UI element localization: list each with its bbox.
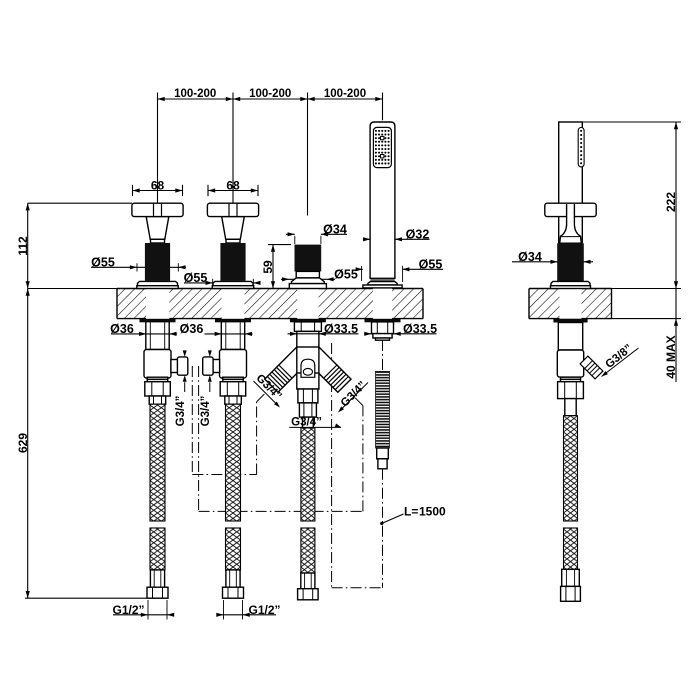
svg-text:Ø32: Ø32 (406, 228, 430, 242)
svg-text:68: 68 (226, 178, 240, 192)
svg-text:100-200: 100-200 (324, 88, 366, 100)
svg-text:40 MAX: 40 MAX (664, 335, 678, 378)
svg-text:G3/4”: G3/4” (200, 396, 212, 427)
svg-text:Ø34: Ø34 (518, 250, 542, 264)
svg-text:222: 222 (664, 192, 678, 212)
svg-text:Ø34: Ø34 (323, 223, 347, 237)
svg-text:Ø33.5: Ø33.5 (403, 322, 437, 336)
svg-text:Ø55: Ø55 (184, 271, 208, 285)
svg-text:G3/4”: G3/4” (291, 417, 322, 429)
svg-text:Ø55: Ø55 (91, 256, 115, 270)
svg-text:Ø55: Ø55 (419, 258, 443, 272)
svg-text:100-200: 100-200 (174, 88, 216, 100)
svg-text:G1/2”: G1/2” (249, 603, 281, 617)
svg-text:Ø33.5: Ø33.5 (324, 322, 358, 336)
svg-text:1500: 1500 (419, 505, 446, 519)
svg-text:100-200: 100-200 (249, 88, 291, 100)
svg-text:G3/4”: G3/4” (175, 396, 187, 427)
svg-text:112: 112 (16, 236, 30, 256)
svg-text:Ø36: Ø36 (180, 322, 204, 336)
svg-text:Ø36: Ø36 (110, 322, 134, 336)
svg-text:68: 68 (151, 178, 165, 192)
svg-text:629: 629 (16, 433, 30, 453)
svg-text:59: 59 (261, 260, 275, 274)
svg-text:L=: L= (404, 505, 418, 519)
svg-text:Ø55: Ø55 (334, 268, 358, 282)
svg-text:G1/2”: G1/2” (113, 603, 145, 617)
